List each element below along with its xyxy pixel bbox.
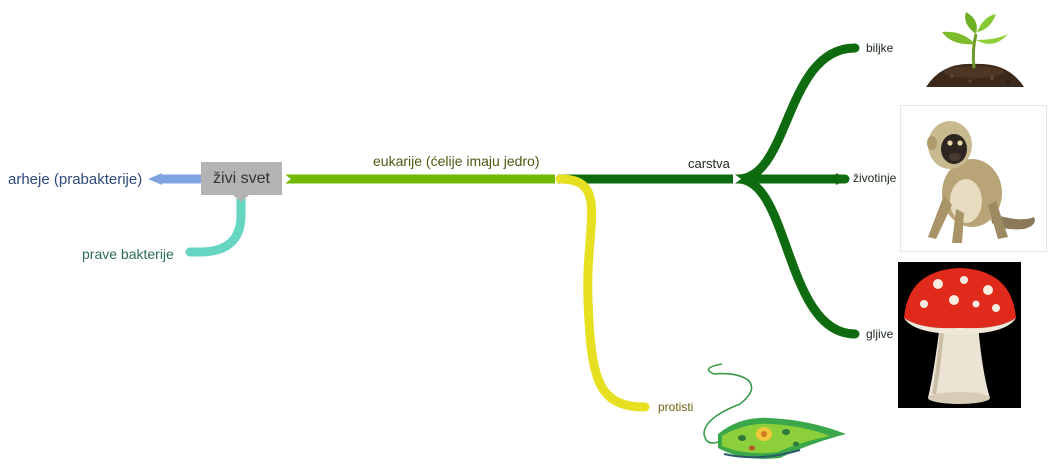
- kingdom-animals-label[interactable]: životinje: [853, 171, 897, 185]
- kingdom-branch-plants: [733, 43, 860, 184]
- protists-label[interactable]: protisti: [658, 400, 694, 414]
- kingdom-branch-fungi: [733, 174, 860, 339]
- bacteria-branch: [185, 191, 246, 257]
- root-node[interactable]: živi svet: [201, 162, 282, 195]
- archaea-label[interactable]: arheje (prabakterije): [8, 171, 143, 188]
- euglena-image: [703, 363, 846, 459]
- archaea-arrow: [148, 173, 162, 185]
- protists-branch: [555, 174, 650, 412]
- kingdom-plants-label[interactable]: biljke: [866, 41, 894, 55]
- root-label: živi svet: [213, 169, 270, 187]
- bacteria-label[interactable]: prave bakterije: [82, 246, 174, 262]
- monkey-image: [900, 105, 1047, 252]
- eukaryotes-arrow-start: [283, 173, 291, 185]
- mushroom-image: [898, 262, 1021, 408]
- kingdoms-junction-notch: [733, 173, 741, 185]
- kingdoms-label[interactable]: carstva: [688, 156, 730, 171]
- root-node-pointer: [233, 195, 249, 202]
- kingdom-animals-arrow: [836, 173, 848, 185]
- sprout-image: [926, 12, 1024, 87]
- eukaryotes-label[interactable]: eukarije (ćelije imaju jedro): [373, 153, 540, 169]
- kingdom-fungi-label[interactable]: gljive: [866, 327, 894, 341]
